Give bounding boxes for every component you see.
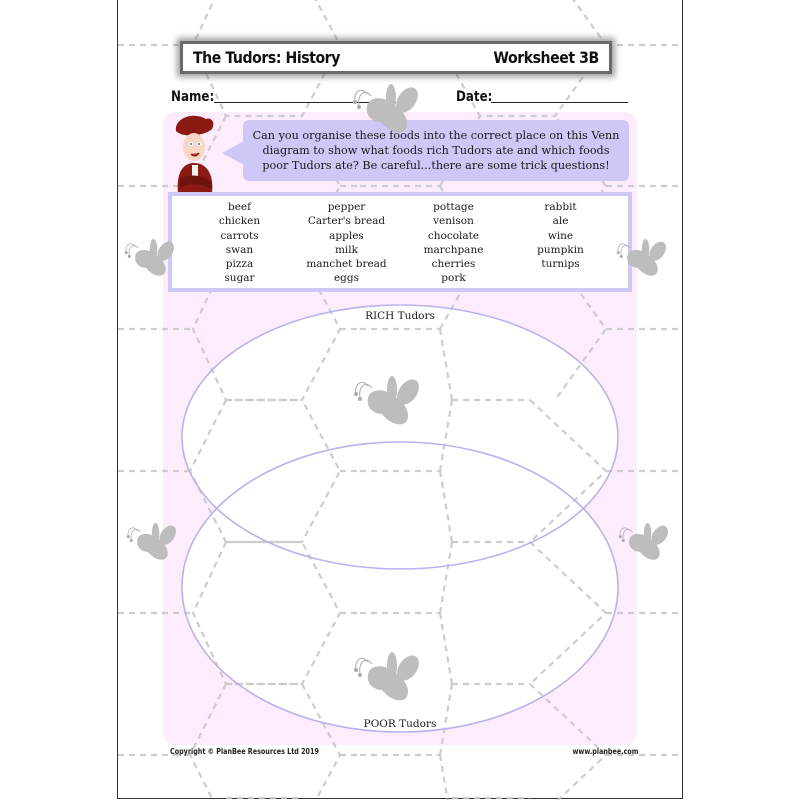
food-item[interactable]: eggs <box>333 272 360 285</box>
food-item[interactable]: cherries <box>431 258 476 271</box>
bee-icon <box>124 238 178 277</box>
bee-icon <box>353 374 424 425</box>
food-item[interactable]: chicken <box>218 215 261 228</box>
date-input-line[interactable] <box>491 102 628 103</box>
food-item[interactable]: turnips <box>541 258 580 271</box>
bee-icon <box>616 238 670 277</box>
name-input-line[interactable] <box>214 102 396 103</box>
food-item[interactable]: rabbit <box>544 201 577 213</box>
tudor-character-icon <box>175 115 214 193</box>
food-item[interactable]: sugar <box>224 272 255 285</box>
food-item[interactable]: apples <box>329 229 364 242</box>
word-bank: beef chicken carrots swan pizza sugar pe… <box>168 192 632 292</box>
bee-icon <box>353 650 424 701</box>
instructions-text: Can you organise these foods into the co… <box>252 129 620 172</box>
word-bank-column-4: rabbit ale wine pumpkin turnips <box>507 200 614 288</box>
date-label: Date: <box>456 89 493 105</box>
title-bar: The Tudors: History Worksheet 3B <box>180 41 612 74</box>
instructions-bubble: Can you organise these foods into the co… <box>243 120 629 181</box>
bee-icon <box>352 82 423 133</box>
food-item[interactable]: marchpane <box>423 243 484 256</box>
food-item[interactable]: venison <box>433 215 474 228</box>
food-item[interactable]: beef <box>227 201 252 213</box>
bee-icon <box>618 522 672 561</box>
name-label: Name: <box>171 89 215 105</box>
copyright-text: Copyright © PlanBee Resources Ltd 2019 <box>170 747 319 756</box>
word-bank-column-2: pepper Carter's bread apples milk manche… <box>293 200 400 288</box>
speech-bubble-tail <box>222 141 244 165</box>
website-link[interactable]: www.planbee.com <box>572 747 638 756</box>
food-item[interactable]: Carter's bread <box>307 215 386 228</box>
word-bank-column-3: pottage venison chocolate marchpane cher… <box>400 200 507 288</box>
food-item[interactable]: carrots <box>220 229 259 242</box>
bee-icon <box>126 522 180 561</box>
worksheet-title: The Tudors: History <box>193 48 340 67</box>
food-item[interactable]: pottage <box>433 201 474 213</box>
food-item[interactable]: pizza <box>225 258 254 271</box>
word-bank-column-1: beef chicken carrots swan pizza sugar <box>186 200 293 288</box>
food-item[interactable]: chocolate <box>427 229 480 242</box>
food-item[interactable]: wine <box>547 229 574 242</box>
rich-tudors-label: RICH Tudors <box>365 310 435 322</box>
worksheet-number: Worksheet 3B <box>493 48 600 67</box>
food-item[interactable]: manchet bread <box>306 258 387 271</box>
poor-tudors-label: POOR Tudors <box>363 718 437 730</box>
food-item[interactable]: pumpkin <box>537 243 584 256</box>
food-item[interactable]: milk <box>334 243 359 256</box>
food-item[interactable]: ale <box>552 215 569 228</box>
food-item[interactable]: pepper <box>327 201 366 213</box>
food-item[interactable]: swan <box>225 243 254 256</box>
food-item[interactable]: pork <box>441 272 466 285</box>
